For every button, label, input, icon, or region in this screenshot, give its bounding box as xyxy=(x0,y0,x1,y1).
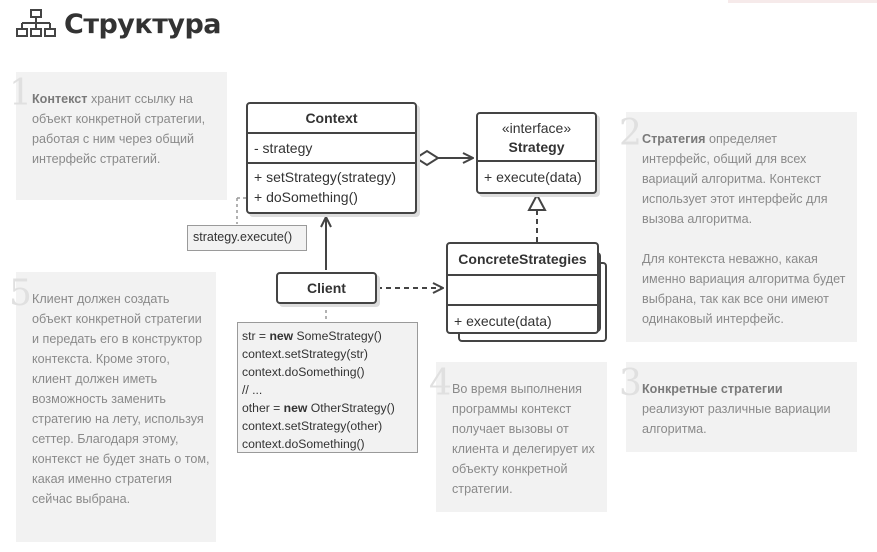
code-line: // ... xyxy=(242,383,263,397)
concrete-strategies-class: ConcreteStrategies + execute(data) xyxy=(446,242,599,334)
strategy-interface: «interface» Strategy + execute(data) xyxy=(476,112,597,194)
note-1: 1 Контекст хранит ссылку на объект конкр… xyxy=(9,72,227,200)
aggregation-connector xyxy=(414,149,472,167)
note-text: Контекст хранит ссылку на объект конкрет… xyxy=(32,89,218,169)
concrete-fields xyxy=(448,276,597,306)
code-line: str = new SomeStrategy() xyxy=(242,329,382,343)
note-5: 5 Клиент должен создать объект конкретно… xyxy=(9,272,216,542)
context-methods: + setStrategy(strategy) + doSomething() xyxy=(248,164,415,209)
page-title: Структура xyxy=(64,8,222,40)
context-field: - strategy xyxy=(248,134,415,164)
strategy-stereotype: «interface» xyxy=(501,120,572,136)
note-body: хранит ссылку на объект конкретной страт… xyxy=(32,92,206,166)
note-text: Во время выполнения программы контекст п… xyxy=(452,382,595,496)
structure-icon xyxy=(16,9,56,37)
execute-callout: strategy.execute() xyxy=(187,225,307,251)
note-number: 1 xyxy=(9,73,32,114)
note-body: реализуют различные вариации алгоритма. xyxy=(642,402,831,436)
context-class-name: Context xyxy=(248,104,415,134)
client-code-snippet: str = new SomeStrategy() context.setStra… xyxy=(237,322,418,453)
top-accent-bar xyxy=(728,0,877,3)
client-name: Client xyxy=(307,280,346,296)
context-method: + doSomething() xyxy=(254,189,358,205)
note-number: 5 xyxy=(9,273,32,314)
code-line: context.setStrategy(str) xyxy=(242,347,368,361)
page-header: Структура xyxy=(16,6,222,42)
note-lead: Конкретные стратегии xyxy=(642,382,783,396)
strategy-method: + execute(data) xyxy=(484,169,582,185)
note-2: 2 Стратегия определяет интерфейс, общий … xyxy=(619,112,857,342)
note-number: 3 xyxy=(619,363,642,404)
note-text: Стратегия определяет интерфейс, общий дл… xyxy=(642,129,847,329)
note-text: Конкретные стратегии реализуют различные… xyxy=(642,379,847,439)
context-class: Context - strategy + setStrategy(strateg… xyxy=(246,102,417,214)
context-method: + setStrategy(strategy) xyxy=(254,169,397,185)
note-3: 3 Конкретные стратегии реализуют различн… xyxy=(619,362,857,452)
strategy-name: Strategy xyxy=(508,139,565,155)
callout-link xyxy=(236,197,247,224)
realization-connector xyxy=(527,192,547,242)
note-text: Клиент должен создать объект конкретной … xyxy=(32,292,210,506)
code-line: context.doSomething() xyxy=(242,365,365,379)
note-lead: Стратегия xyxy=(642,132,706,146)
note-body: определяет интерфейс, общий для всех вар… xyxy=(642,132,828,226)
note-lead: Контекст xyxy=(32,92,88,106)
note-number: 2 xyxy=(619,113,642,154)
note-4: 4 Во время выполнения программы контекст… xyxy=(429,362,607,512)
code-line: context.setStrategy(other) xyxy=(242,419,383,433)
concrete-name: ConcreteStrategies xyxy=(448,244,597,276)
note-number: 4 xyxy=(429,363,452,404)
strategy-header: «interface» Strategy xyxy=(478,114,595,162)
code-line: other = new OtherStrategy() xyxy=(242,401,395,415)
concrete-method: + execute(data) xyxy=(454,313,552,329)
code-line: context.doSomething() xyxy=(242,437,365,451)
note-extra: Для контекста неважно, какая именно вари… xyxy=(642,252,846,326)
client-class: Client xyxy=(276,272,377,304)
